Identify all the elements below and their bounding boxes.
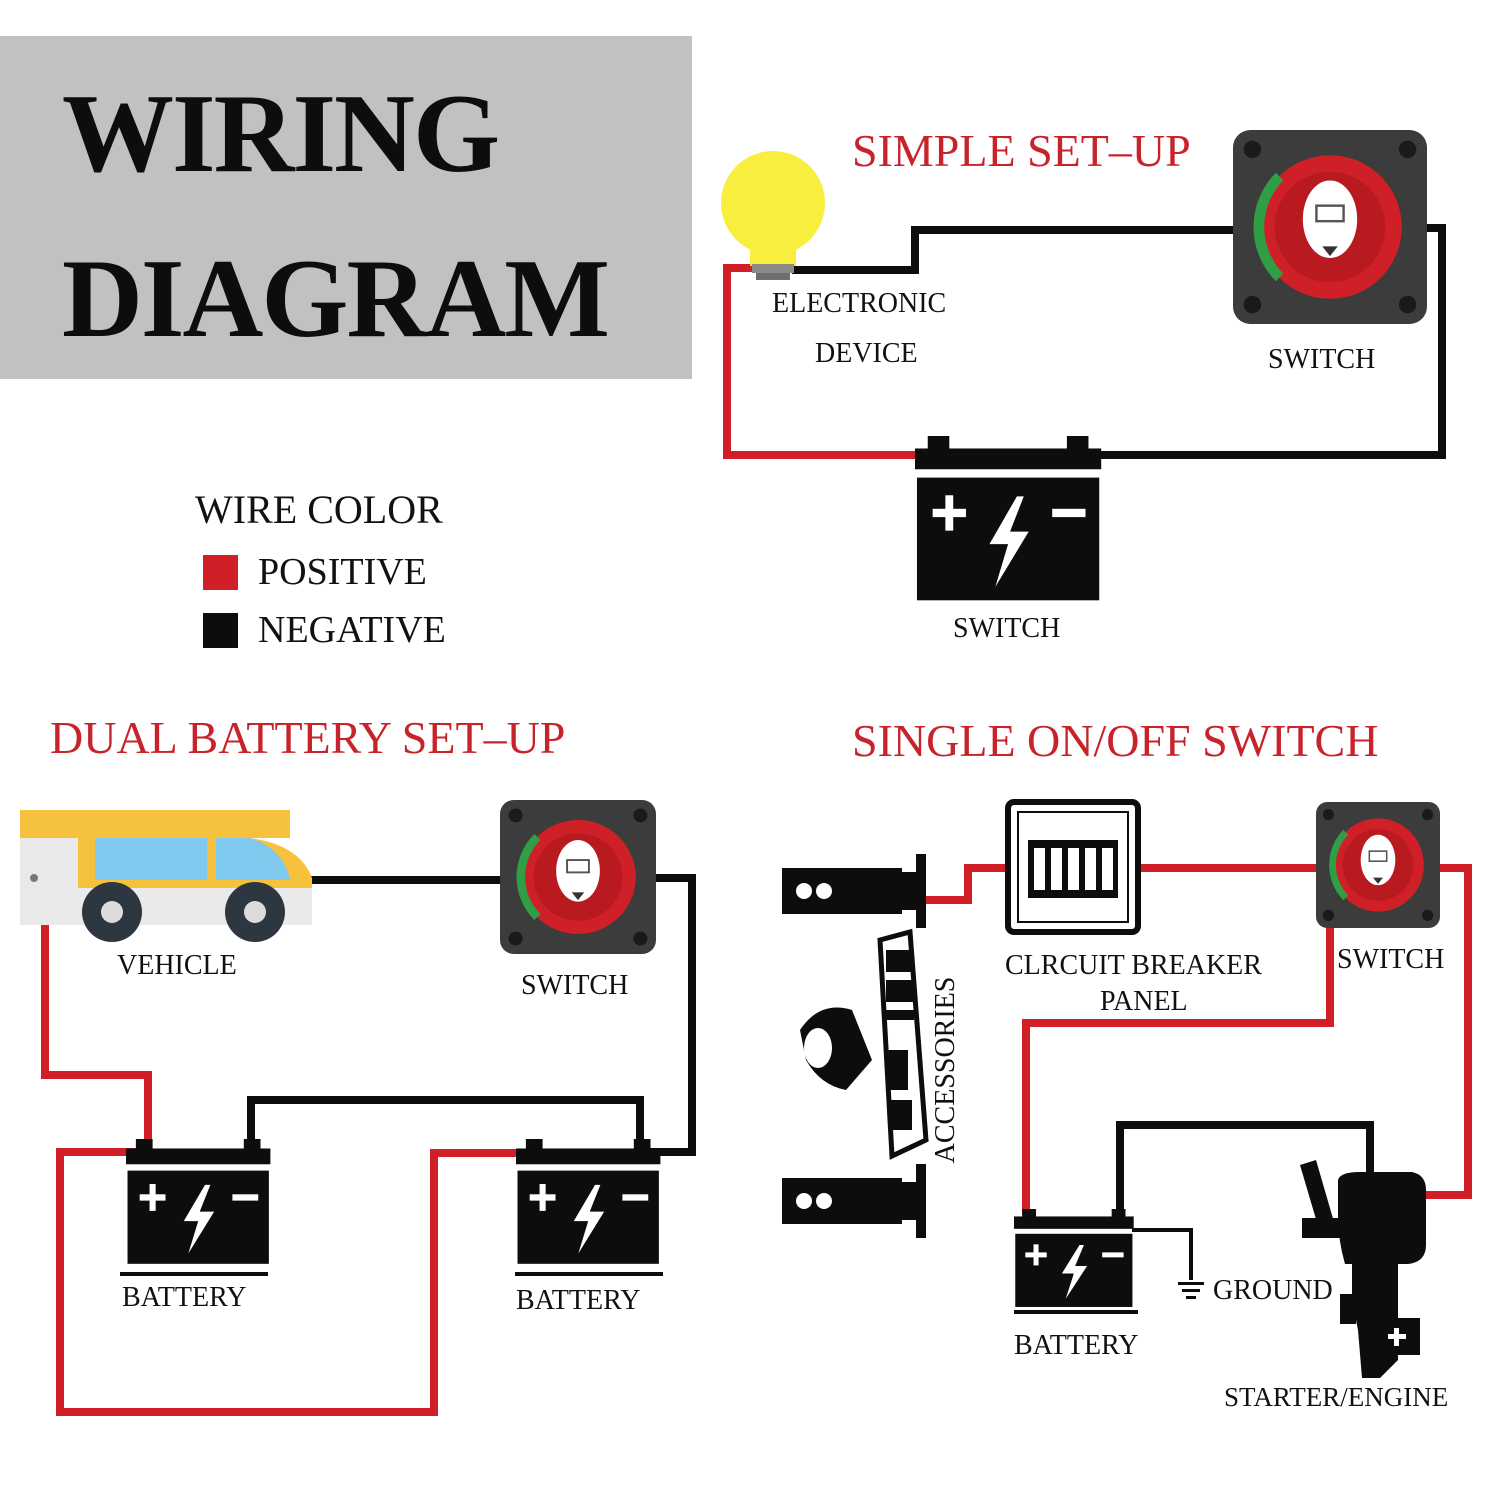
single-wire-positive-engine xyxy=(1425,864,1472,1199)
legend-label-positive: POSITIVE xyxy=(258,551,427,593)
legend-label-negative: NEGATIVE xyxy=(258,609,446,651)
dual-battery1-label: BATTERY xyxy=(122,1282,247,1313)
legend-heading: WIRE COLOR xyxy=(195,487,443,532)
ground-label: GROUND xyxy=(1213,1275,1333,1306)
simple-wire-negative-right xyxy=(1100,224,1446,459)
vehicle-label: VEHICLE xyxy=(117,950,237,981)
battery-switch-icon xyxy=(500,800,656,954)
legend-item-negative: NEGATIVE xyxy=(203,608,446,652)
simple-battery-label: SWITCH xyxy=(953,613,1061,644)
single-wire-negative-engine xyxy=(1116,1121,1374,1215)
single-switch-label: SWITCH xyxy=(1337,944,1445,975)
battery-underline xyxy=(120,1272,268,1276)
single-wire-positive-accessories xyxy=(922,864,1008,904)
accessory-plug-icon xyxy=(782,1164,926,1238)
title-box xyxy=(0,36,692,379)
positive-swatch xyxy=(203,554,238,590)
battery-underline xyxy=(1014,1310,1138,1314)
simple-setup-heading: SIMPLE SET–UP xyxy=(852,125,1191,176)
panel-label-line1: CLRCUIT BREAKER xyxy=(1005,950,1262,981)
dual-setup-heading: DUAL BATTERY SET–UP xyxy=(50,712,566,763)
panel-label-line2: PANEL xyxy=(1100,986,1188,1017)
device-label-line2: DEVICE xyxy=(815,338,918,369)
page-title-line2: DIAGRAM xyxy=(62,237,610,361)
circuit-breaker-panel-icon xyxy=(1005,799,1141,935)
single-switch-heading: SINGLE ON/OFF SWITCH xyxy=(852,715,1379,766)
accessories-label: ACCESSORIES xyxy=(930,976,961,1164)
accessory-panel-icon xyxy=(800,928,929,1160)
negative-swatch xyxy=(203,612,238,648)
single-wire-negative-ground xyxy=(1132,1228,1193,1280)
simple-wire-negative-top xyxy=(792,226,1240,274)
battery-icon xyxy=(915,436,1102,601)
dual-wire-positive-loop xyxy=(56,1148,528,1416)
page-title-line1: WIRING xyxy=(62,72,500,196)
ground-symbol-icon xyxy=(1178,1282,1204,1299)
battery-switch-icon xyxy=(1316,802,1440,928)
engine-label: STARTER/ENGINE xyxy=(1224,1382,1449,1412)
accessory-plug-icon xyxy=(782,854,926,928)
dual-wire-negative-switch xyxy=(640,874,696,1156)
rv-vehicle-icon xyxy=(20,810,312,942)
battery-underline xyxy=(515,1272,663,1276)
simple-switch-label: SWITCH xyxy=(1268,344,1376,375)
legend-item-positive: POSITIVE xyxy=(203,550,427,594)
dual-battery2-label: BATTERY xyxy=(516,1285,641,1316)
single-battery-label: BATTERY xyxy=(1014,1330,1139,1361)
battery-switch-icon xyxy=(1233,130,1427,324)
battery-icon xyxy=(1014,1209,1134,1307)
dual-wire-negative-bridge xyxy=(247,1096,644,1152)
light-bulb-icon xyxy=(721,151,825,280)
simple-wire-positive xyxy=(723,264,918,459)
device-label-line1: ELECTRONIC xyxy=(772,288,947,319)
dual-switch-label: SWITCH xyxy=(521,970,629,1001)
dual-wire-positive-vehicle xyxy=(41,925,152,1150)
battery-icon xyxy=(126,1139,271,1264)
battery-icon xyxy=(516,1139,661,1264)
outboard-motor-icon xyxy=(1300,1160,1426,1378)
single-wire-positive-battery xyxy=(1022,928,1334,1215)
